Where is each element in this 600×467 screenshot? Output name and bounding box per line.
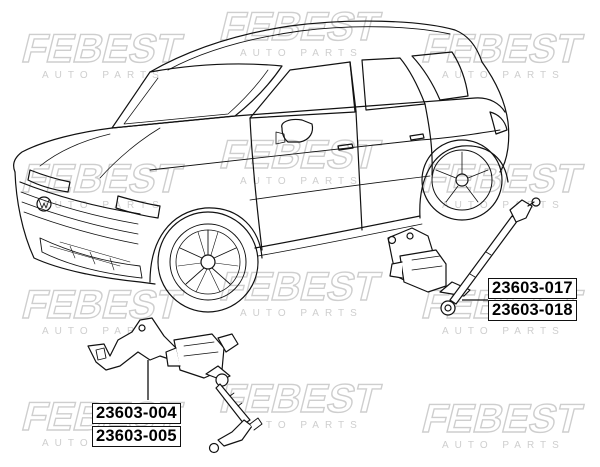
watermark-brand-text: FEBEST [18, 156, 187, 201]
windshield-inner [123, 69, 269, 125]
roof-outline [149, 20, 483, 73]
front-rod-rib [229, 392, 243, 407]
grille-bar-3 [23, 211, 139, 245]
part-number-rear-right: 23603-018 [488, 300, 577, 321]
rear-sensor-body [399, 249, 447, 293]
headlight-right [115, 195, 161, 219]
front-rod-ball [208, 442, 220, 454]
front-door-window [249, 61, 356, 119]
side-crease [249, 175, 431, 201]
rear-handle [409, 133, 425, 141]
watermark-brand-text: FEBEST [418, 396, 587, 441]
watermark-tagline-text: AUTO PARTS [42, 200, 165, 211]
front-tire [157, 211, 259, 313]
lower-intake [39, 237, 143, 279]
side-mirror [281, 118, 314, 143]
b-pillar [349, 61, 357, 113]
quarter-window [411, 51, 469, 101]
watermark-tagline-text: AUTO PARTS [240, 48, 363, 59]
hood-edge [13, 127, 113, 173]
windshield [111, 63, 283, 129]
front-fascia [14, 171, 156, 285]
rear-rod-ball-pin [527, 201, 535, 207]
front-rod-bolt [249, 417, 263, 431]
front-sensor-body-detail [183, 341, 219, 357]
grille-top [19, 181, 141, 215]
rear-height-sensor [387, 197, 541, 316]
front-rim-spokes [177, 229, 239, 293]
rear-rim-spokes [435, 151, 489, 203]
vw-badge [36, 196, 52, 212]
rear-pillar [481, 61, 510, 173]
hood-crease-2 [99, 127, 161, 179]
grille-bar-2 [21, 201, 139, 235]
watermark-tagline-text: AUTO PARTS [240, 420, 363, 431]
front-wheel-arch [149, 207, 263, 283]
belt-line [111, 97, 506, 129]
part-number-rear-left: 23603-017 [488, 278, 577, 299]
rear-sensor-connector [389, 261, 403, 279]
watermark-tagline-text: AUTO PARTS [442, 200, 565, 211]
watermark-brand-text: FEBEST [18, 282, 187, 327]
rear-wheel-arch [419, 145, 509, 219]
part-number-front-right: 23603-005 [92, 426, 181, 447]
front-sensor-connector [165, 347, 181, 367]
front-height-sensor [87, 317, 263, 454]
front-bracket-slot [95, 347, 107, 361]
rear-bracket-hole-2 [406, 232, 414, 240]
front-bracket-hole [138, 324, 146, 332]
mirror-stem [275, 131, 286, 145]
rear-sensor-pivot-inner [444, 304, 452, 312]
roof-rail [167, 26, 451, 71]
front-hub [200, 254, 216, 270]
watermark-tagline-text: AUTO PARTS [42, 326, 165, 337]
rear-rod-end [509, 199, 533, 223]
front-sensor-pivot [215, 373, 229, 387]
watermark-brand-text: FEBEST [216, 264, 385, 309]
rocker-line [254, 215, 421, 249]
watermark-brand-text: FEBEST [216, 132, 385, 177]
rear-door-edge [424, 103, 433, 176]
shoulder-line [149, 129, 501, 171]
hood-crease [39, 133, 111, 167]
rear-rod-ball [531, 197, 541, 207]
watermark-tagline-text: AUTO PARTS [442, 440, 565, 451]
rear-light [489, 111, 508, 135]
watermark-tagline-text: AUTO PARTS [240, 308, 363, 319]
watermark-tagline-text: AUTO PARTS [442, 326, 565, 337]
rear-rim-outer [431, 149, 493, 211]
front-sensor-cap [217, 333, 239, 353]
watermark-brand-text: FEBEST [18, 26, 187, 71]
vehicle-suv-illustration [13, 20, 510, 313]
rear-tire [421, 139, 503, 221]
rear-bracket-hole-1 [387, 235, 397, 245]
rear-sensor-housing-detail [411, 255, 443, 271]
leader-lines [147, 299, 488, 400]
watermark-tagline-text: AUTO PARTS [442, 70, 565, 81]
rear-rod-rib [469, 251, 492, 278]
watermark-tagline-text: AUTO PARTS [240, 176, 363, 187]
rocker-lower [257, 223, 423, 257]
watermark-tagline-text: AUTO PARTS [42, 70, 165, 81]
front-door-line [249, 117, 263, 251]
rear-door-line [355, 111, 363, 231]
part-number-front-left: 23603-004 [92, 403, 181, 424]
front-rim-outer [169, 223, 247, 301]
lower-intake-mesh [49, 241, 131, 271]
grille-bar-1 [20, 191, 139, 225]
vw-badge-mark [38, 199, 50, 209]
front-rod-end [217, 419, 253, 447]
headlight-left [27, 169, 71, 193]
front-handle [337, 143, 354, 151]
